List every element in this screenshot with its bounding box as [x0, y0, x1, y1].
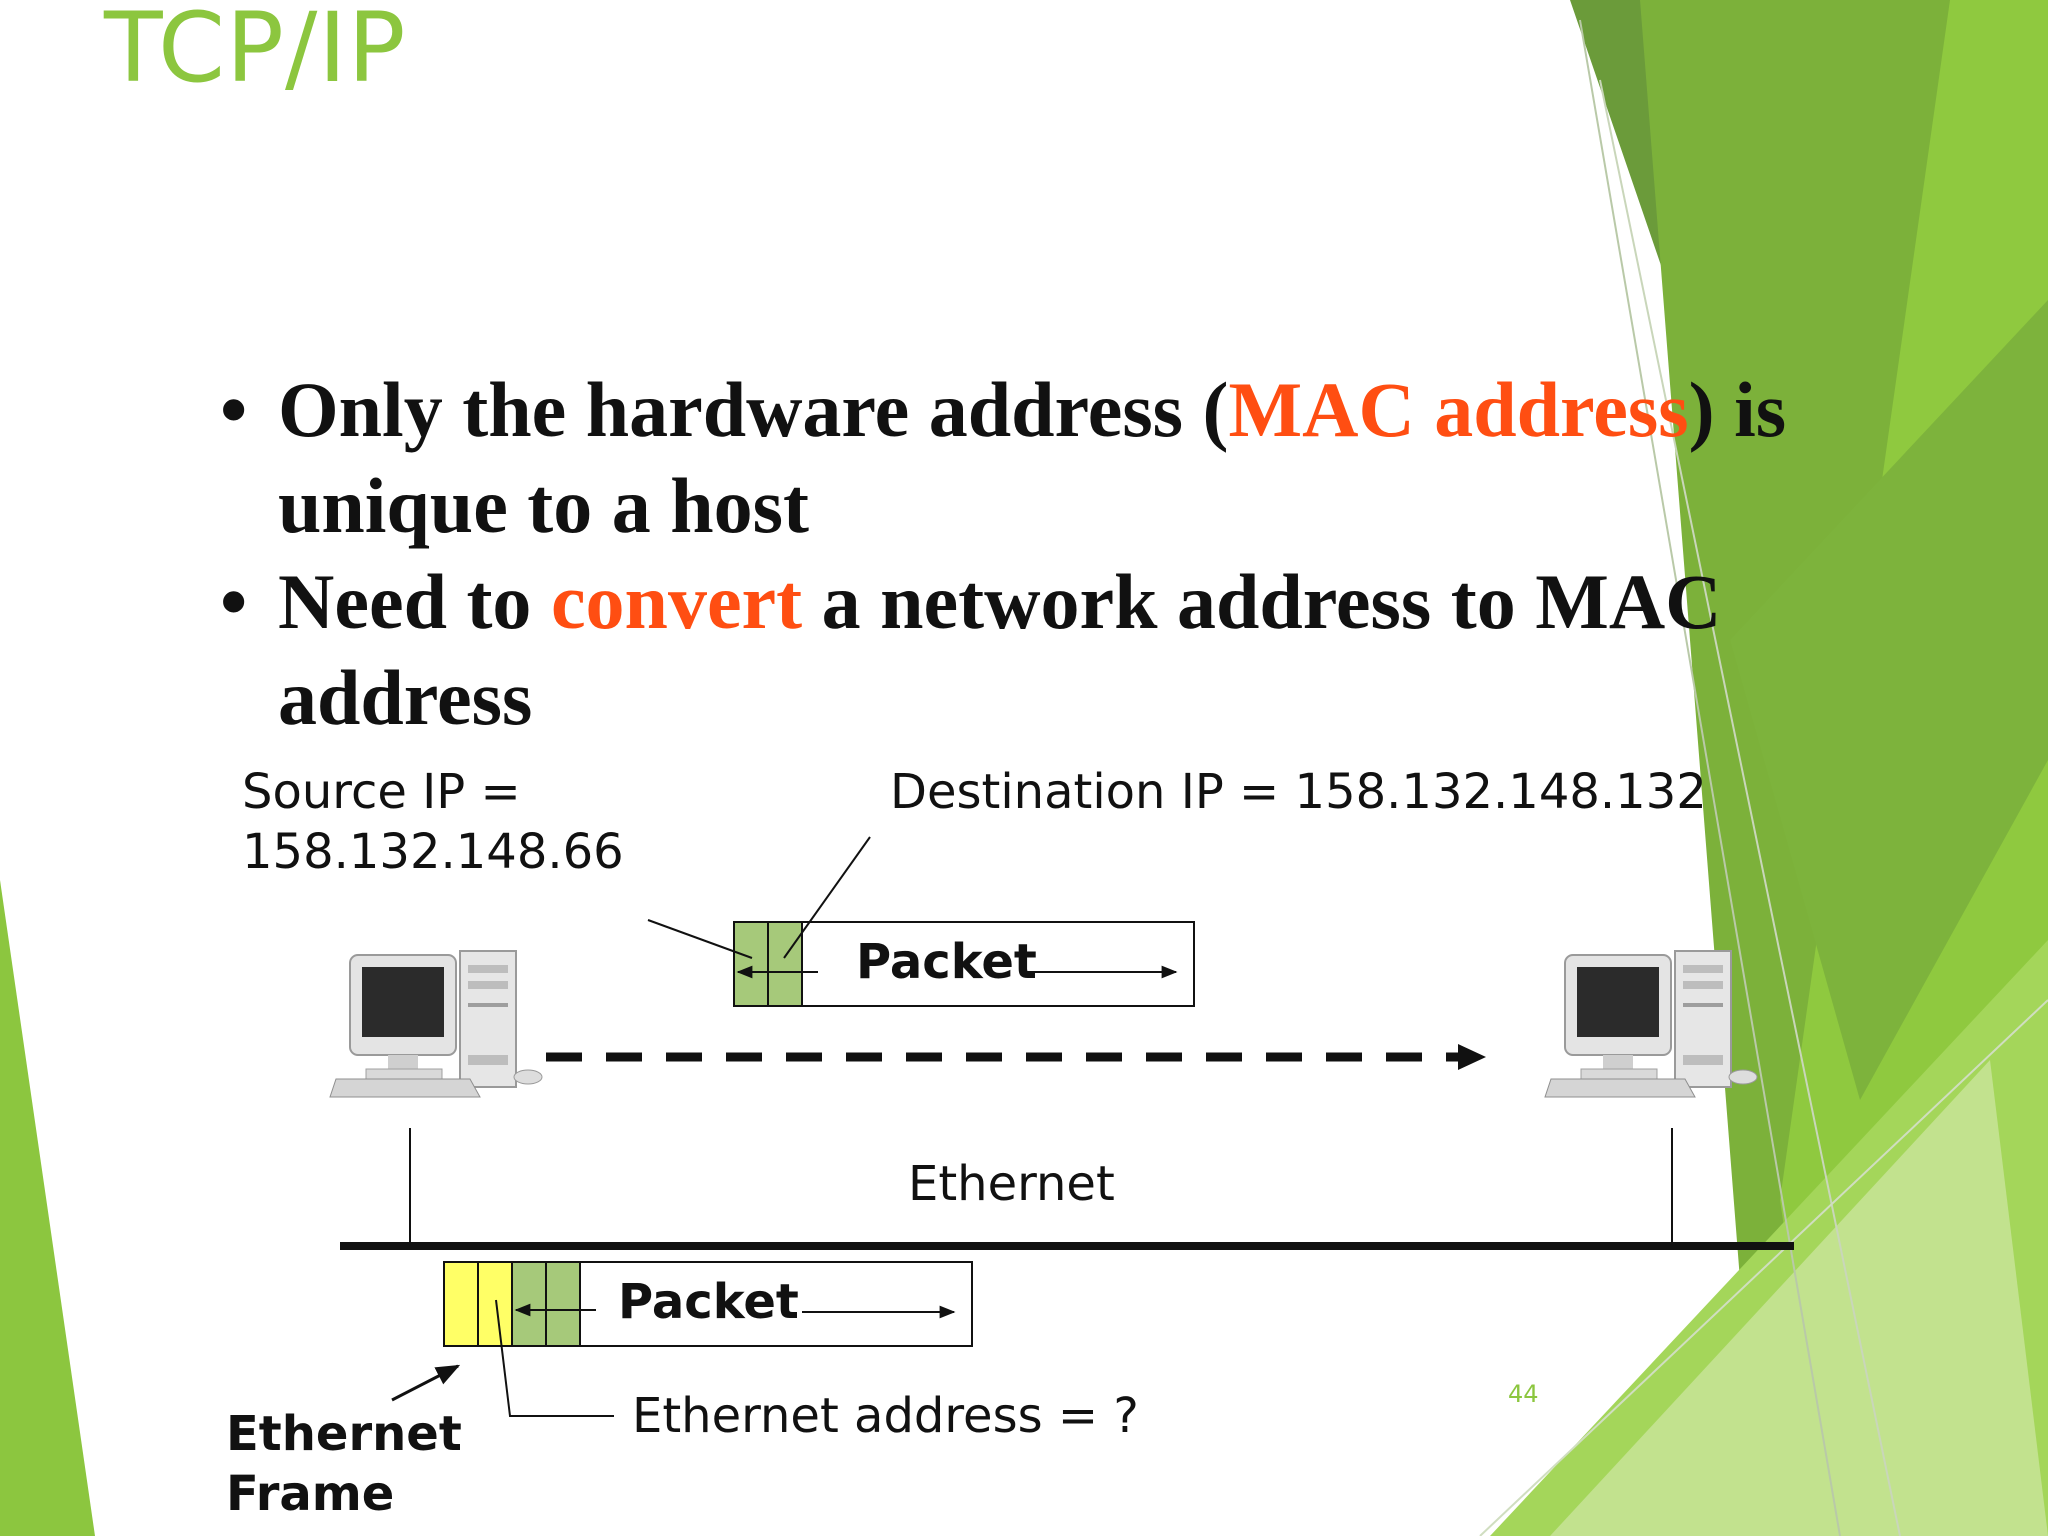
ethernet-frame-label-line2: Frame: [226, 1466, 395, 1522]
bg-thin-line-1: [1579, 19, 1841, 1536]
bg-thin-line-3: [1479, 999, 2048, 1536]
bg-shape-left: [0, 880, 95, 1536]
source-ip-value: 158.132.148.66: [242, 824, 624, 880]
ethernet-frame-pointer: [391, 1364, 461, 1402]
bottom-packet-label: Packet: [618, 1274, 799, 1330]
bullet-text-before: Only the hardware address (: [278, 366, 1229, 453]
source-computer-icon: [329, 950, 543, 1098]
bg-shape-right-middle-accent: [1730, 300, 2048, 1100]
bullet-text-after: ) is unique to a host: [278, 366, 1787, 549]
ethernet-address-pointer: [495, 1299, 614, 1417]
bullet-text-before: Need to: [278, 558, 551, 645]
transmission-arrow-head: [1458, 1044, 1486, 1070]
destination-ip-label: Destination IP = 158.132.148.132: [890, 764, 1707, 820]
ethernet-network-label: Ethernet: [908, 1156, 1115, 1212]
bullet-marker: •: [220, 366, 248, 453]
bullet-marker: •: [220, 558, 248, 645]
bullet-text-after: a network address to MAC address: [278, 558, 1722, 741]
top-packet-label: Packet: [856, 934, 1037, 990]
top-packet: [733, 921, 1195, 1007]
page-number: 44: [1508, 1380, 1539, 1408]
destination-computer-icon: [1544, 950, 1758, 1098]
bullet-item-1: • Only the hardware address (MAC address…: [220, 362, 1860, 554]
bullet-highlight-convert: convert: [550, 558, 803, 645]
source-ip-pointer: [647, 919, 753, 959]
ethernet-frame: [443, 1261, 973, 1347]
bullet-item-2: • Need to convert a network address to M…: [220, 554, 1860, 746]
bullet-list: • Only the hardware address (MAC address…: [220, 362, 1860, 746]
bg-thin-line-2: [1599, 79, 1901, 1536]
ethernet-address-label: Ethernet address = ?: [632, 1388, 1139, 1444]
destination-ip-pointer: [783, 836, 871, 959]
source-ip-label: Source IP =: [242, 764, 521, 820]
bullet-highlight-mac-address: MAC address: [1228, 366, 1689, 453]
ethernet-frame-label-line1: Ethernet: [226, 1406, 462, 1462]
slide-title: TCP/IP: [104, 0, 407, 104]
